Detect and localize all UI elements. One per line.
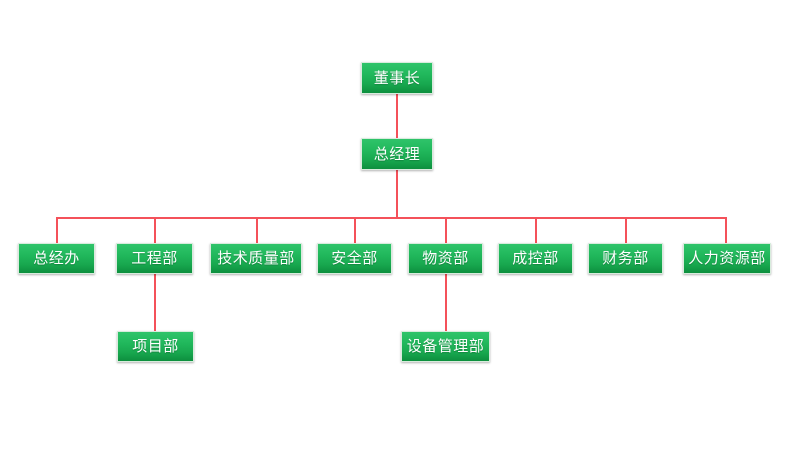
node-engineering-dept[interactable]: 工程部 [116,243,193,274]
node-safety-dept[interactable]: 安全部 [317,243,392,274]
connector-bus-to-cost-control [535,217,537,243]
node-hr-dept[interactable]: 人力资源部 [683,243,771,274]
node-label-project-dept: 项目部 [132,338,179,355]
node-label-tech-quality-dept: 技术质量部 [217,250,295,267]
connector-bus-to-tech-quality [256,217,258,243]
connector-bus-to-general-office [56,217,58,243]
node-materials-dept[interactable]: 物资部 [408,243,483,274]
node-label-safety-dept: 安全部 [331,250,378,267]
node-project-dept[interactable]: 项目部 [117,331,194,362]
node-cost-control-dept[interactable]: 成控部 [498,243,573,274]
node-label-cost-control-dept: 成控部 [512,250,559,267]
node-label-general-manager-office: 总经办 [33,250,80,267]
connector-bus-to-safety [354,217,356,243]
node-label-equipment-mgmt-dept: 设备管理部 [406,338,485,355]
node-finance-dept[interactable]: 财务部 [588,243,663,274]
node-label-finance-dept: 财务部 [602,250,649,267]
node-general-manager-office[interactable]: 总经办 [18,243,95,274]
node-label-chairman: 董事长 [373,69,421,87]
node-chairman[interactable]: 董事长 [361,62,433,94]
connector-bus-to-materials [445,217,447,243]
node-general-manager[interactable]: 总经理 [361,138,433,170]
connector-bus-to-engineering [154,217,156,243]
connector-engineering-to-project [154,274,156,331]
connector-bus-to-hr [725,217,727,243]
connector-materials-to-equipment [445,274,447,331]
connector-gm-to-bus [396,170,398,217]
node-label-materials-dept: 物资部 [422,250,469,267]
node-equipment-mgmt-dept[interactable]: 设备管理部 [401,331,490,362]
node-tech-quality-dept[interactable]: 技术质量部 [210,243,302,274]
connector-bus-to-finance [625,217,627,243]
node-label-engineering-dept: 工程部 [131,250,178,267]
connector-chairman-to-gm [396,94,398,138]
node-label-general-manager: 总经理 [373,145,421,163]
node-label-hr-dept: 人力资源部 [688,250,766,267]
connector-department-bus [56,217,725,219]
